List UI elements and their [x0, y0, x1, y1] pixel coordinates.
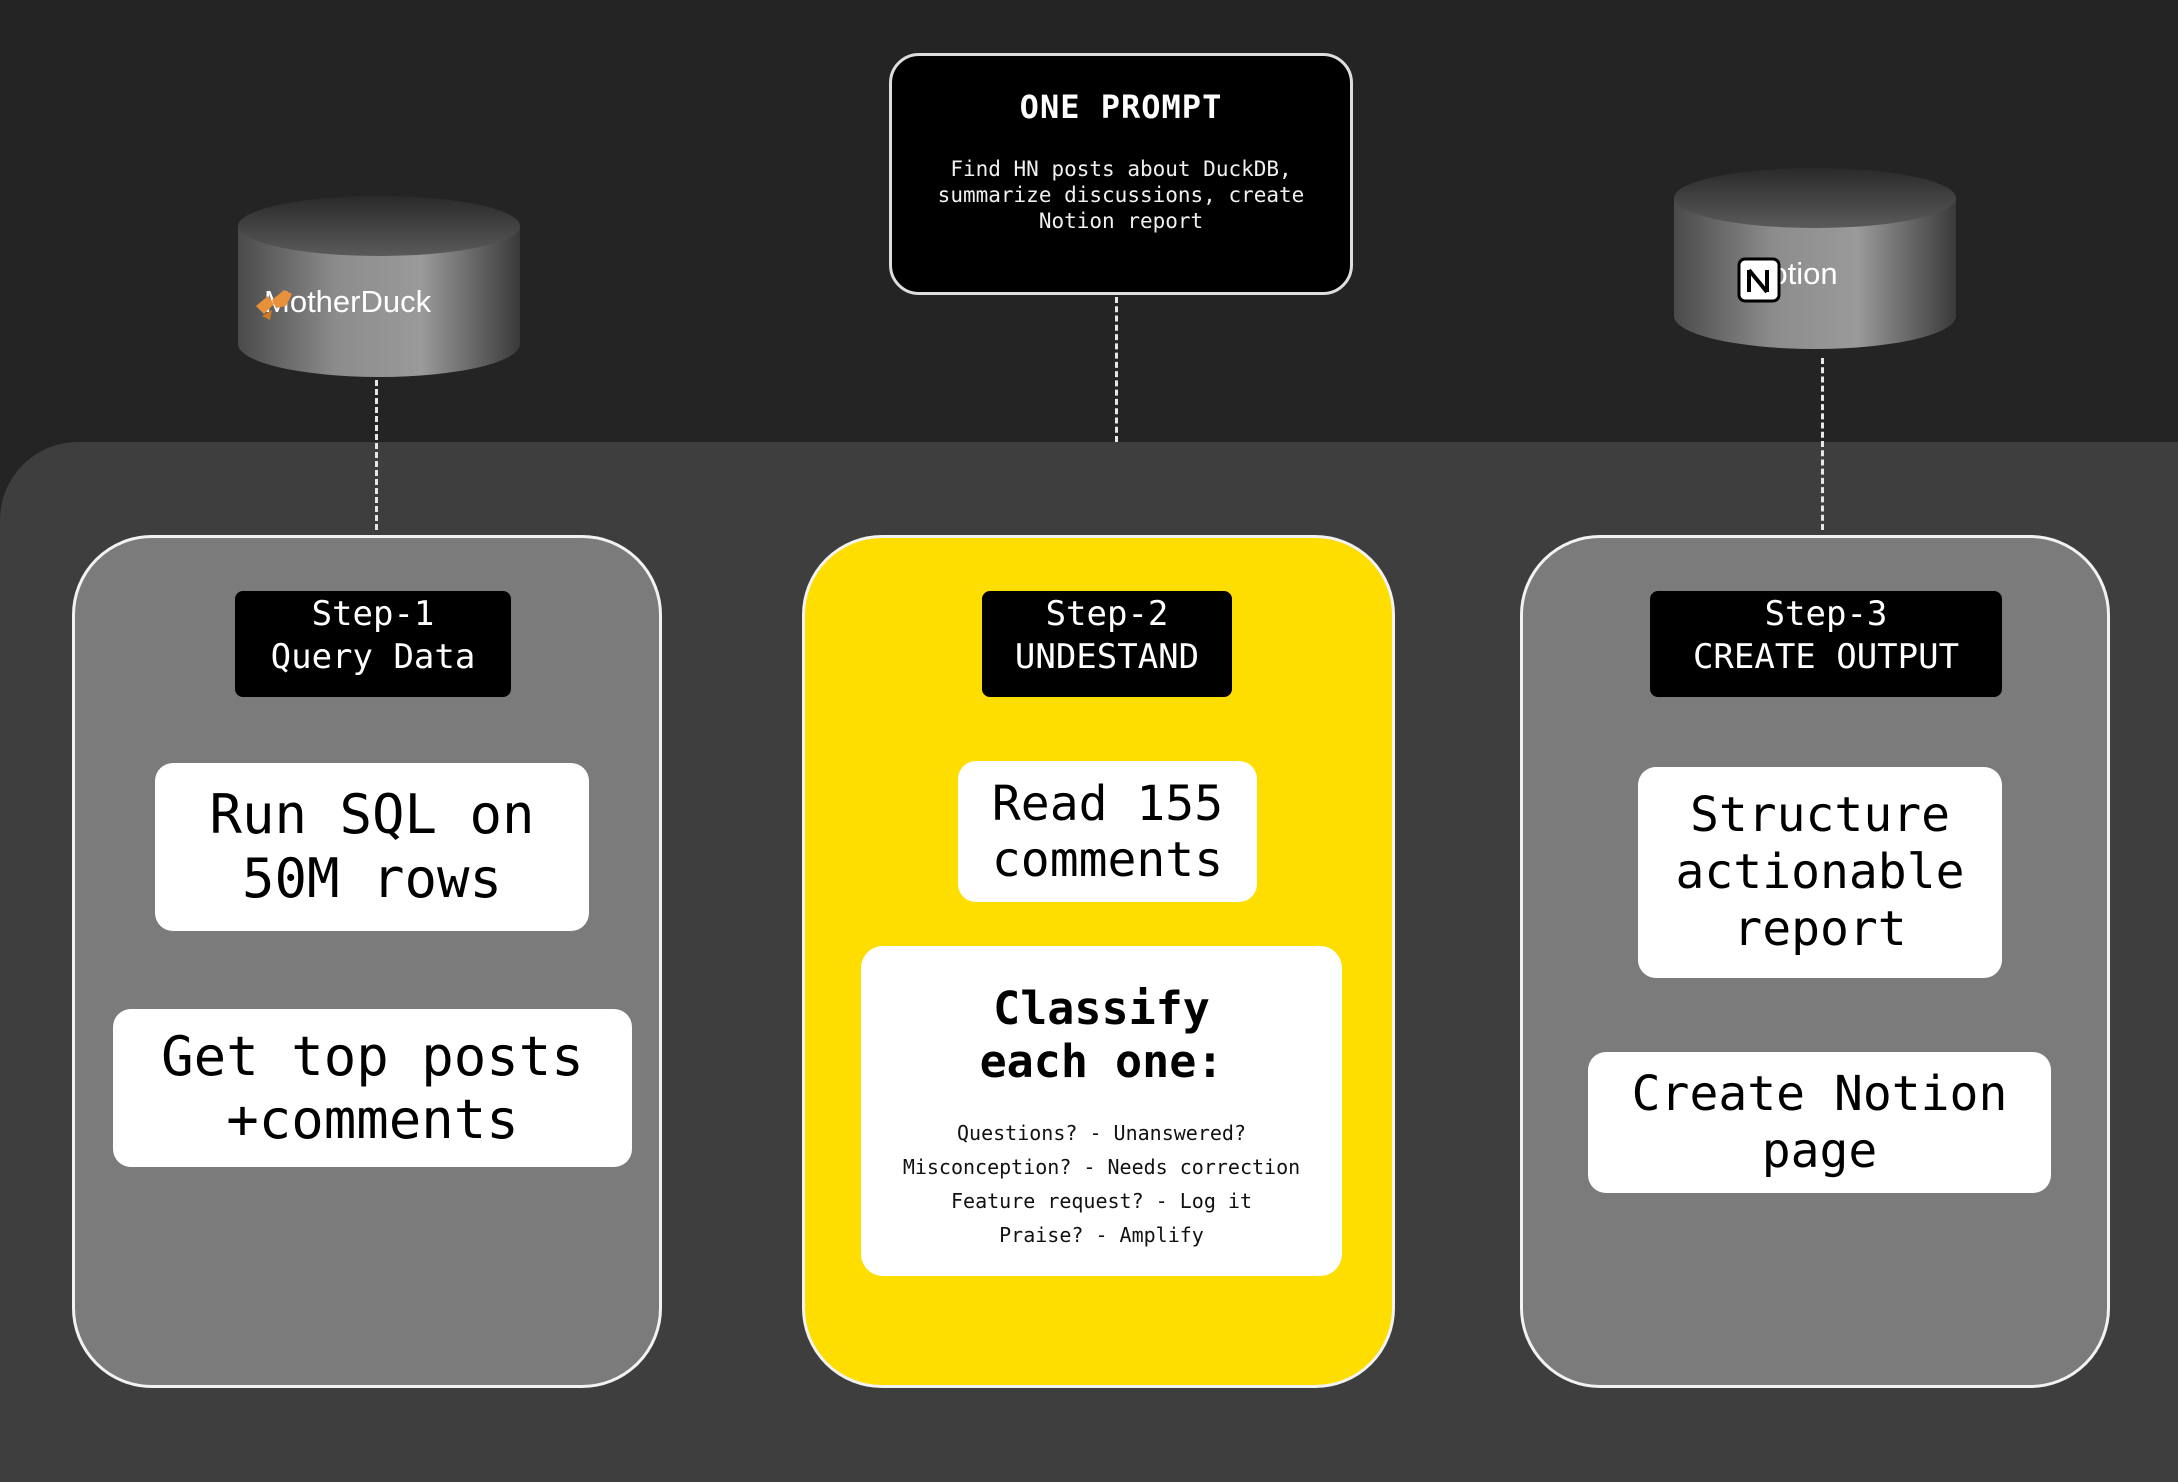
step-3-card: Step-3 CREATE OUTPUT Structure actionabl…	[1520, 535, 2110, 1388]
prompt-box: ONE PROMPT Find HN posts about DuckDB, s…	[889, 53, 1353, 295]
step-1-query-box: Run SQL on 50M rows	[155, 763, 589, 931]
classify-list: Questions? - Unanswered? Misconception? …	[861, 1116, 1342, 1252]
step-3-notion-page-box: Create Notion page	[1588, 1052, 2051, 1193]
step-1-posts-box: Get top posts +comments	[113, 1009, 632, 1167]
classify-title: Classify each one:	[979, 982, 1224, 1088]
step-1-card: Step-1 Query Data Run SQL on 50M rows Ge…	[72, 535, 662, 1388]
classify-item: Misconception? - Needs correction	[902, 1155, 1301, 1179]
classify-item: Questions? - Unanswered?	[957, 1121, 1246, 1145]
notion-database-icon: Notion	[1672, 166, 1958, 351]
step-3-structure-box: Structure actionable report	[1638, 767, 2002, 978]
motherduck-label: MotherDuck	[264, 284, 432, 319]
step-3-label: Step-3 CREATE OUTPUT	[1650, 591, 2002, 697]
step-2-read-box: Read 155 comments	[958, 761, 1257, 902]
connector-motherduck-step1	[375, 380, 378, 530]
motherduck-database-icon: MotherDuck	[236, 194, 522, 379]
step-1-label: Step-1 Query Data	[235, 591, 511, 697]
prompt-title: ONE PROMPT	[1019, 88, 1223, 126]
connector-notion-step3	[1821, 358, 1824, 530]
step-2-label: Step-2 UNDESTAND	[982, 591, 1232, 697]
step-2-classify-box: Classify each one: Questions? - Unanswer…	[861, 946, 1342, 1276]
classify-item: Praise? - Amplify	[999, 1223, 1204, 1247]
connector-prompt-panel	[1115, 297, 1118, 442]
step-2-card: Step-2 UNDESTAND Read 155 comments Class…	[802, 535, 1395, 1388]
prompt-text: Find HN posts about DuckDB, summarize di…	[937, 157, 1305, 233]
classify-item: Feature request? - Log it	[950, 1189, 1253, 1213]
